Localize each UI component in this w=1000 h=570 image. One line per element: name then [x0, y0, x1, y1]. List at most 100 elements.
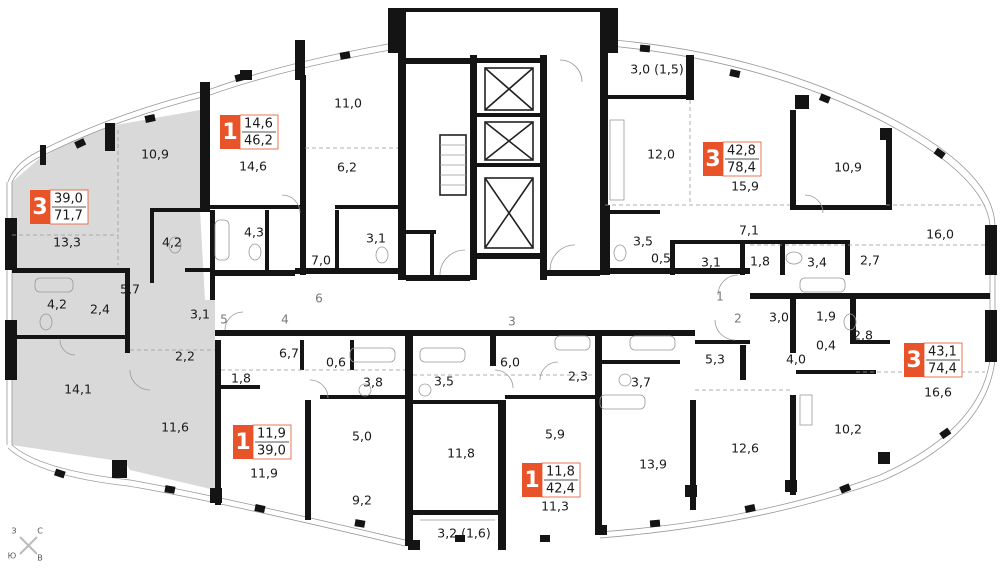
doors [59, 59, 824, 521]
apartment-living-area: 39,0 [54, 192, 83, 207]
apartment-room-count: 1 [524, 468, 539, 493]
room-area-label: 16,6 [924, 385, 952, 400]
room-count-badge [904, 343, 924, 377]
room-area-label: 3,0 [769, 310, 789, 325]
apartment-living-area: 42,8 [727, 144, 756, 159]
room-area-label: 7,0 [311, 253, 331, 268]
room-count-badge [30, 190, 50, 224]
apartment-living-area: 14,6 [244, 117, 273, 132]
room-area-label: 5,0 [352, 429, 372, 444]
room-count-badge [220, 115, 240, 149]
apartment-living-area: 43,1 [928, 345, 957, 360]
compass-south: Ю [8, 552, 17, 561]
room-area-label: 4,2 [162, 235, 182, 250]
room-area-label: 4,0 [786, 352, 806, 367]
apartment-badge[interactable]: 3 42,8 78,4 [703, 141, 762, 177]
room-area-label: 10,9 [834, 160, 862, 175]
room-area-label: 6,7 [279, 346, 299, 361]
room-area-label: 3,5 [434, 374, 454, 389]
apartment-badge[interactable]: 1 14,6 46,2 [220, 114, 279, 150]
room-area-label: 11,0 [334, 96, 362, 111]
room-area-label: 3,1 [366, 231, 386, 246]
apartment-badge[interactable]: 1 11,9 39,0 [233, 424, 292, 460]
room-area-label: 13,3 [53, 235, 81, 250]
room-area-label: 0,6 [326, 355, 346, 370]
entrance-number: 5 [220, 313, 228, 327]
apartment-badge[interactable]: 1 11,8 42,4 [522, 462, 581, 498]
windows [54, 44, 952, 542]
apartment-room-count: 3 [705, 147, 720, 172]
room-area-label: 3,0 (1,5) [630, 62, 684, 77]
apartment-total-area: 42,4 [546, 482, 575, 497]
room-area-label: 2,4 [90, 302, 110, 317]
room-area-label: 5,7 [120, 282, 140, 297]
room-area-label: 2,7 [860, 253, 880, 268]
compass-east: В [37, 554, 43, 563]
entrance-numbers: 12 3 4 5 6 [220, 290, 742, 329]
room-area-label: 3,1 [701, 255, 721, 270]
room-area-label: 3,1 [190, 307, 210, 322]
apartment-total-area: 78,4 [727, 161, 756, 176]
room-area-label: 12,6 [731, 441, 759, 456]
room-area-label: 6,2 [337, 160, 357, 175]
room-area-label: 2,2 [175, 349, 195, 364]
apartment-living-area: 11,9 [257, 427, 286, 442]
compass-west: З [11, 527, 16, 536]
room-area-label: 14,1 [64, 382, 92, 397]
apartment-room-count: 1 [222, 120, 237, 145]
apartment-room-count: 3 [32, 195, 47, 220]
room-count-badge [703, 142, 723, 176]
apartment-total-area: 71,7 [54, 209, 83, 224]
room-area-label: 16,0 [926, 227, 954, 242]
core-stairs-elevators [439, 67, 534, 249]
room-area-label: 3,4 [807, 255, 827, 270]
room-area-label: 9,2 [352, 493, 372, 508]
apartment-badge[interactable]: 3 39,0 71,7 [30, 189, 89, 225]
entrance-number: 2 [734, 312, 742, 326]
room-count-badge [233, 425, 253, 459]
room-area-label: 1,8 [750, 254, 770, 269]
compass: З С Ю В [8, 527, 44, 563]
room-area-label: 7,1 [739, 223, 759, 238]
room-area-label: 10,9 [141, 147, 169, 162]
room-area-label: 13,9 [639, 457, 667, 472]
apartment-room-count: 1 [235, 430, 250, 455]
room-area-label: 4,3 [244, 225, 264, 240]
room-area-label: 11,8 [447, 446, 475, 461]
room-count-badge [522, 463, 542, 497]
room-area-label: 1,8 [231, 371, 251, 386]
room-area-label: 3,7 [631, 375, 651, 390]
room-area-label: 2,8 [853, 328, 873, 343]
apartment-badge[interactable]: 3 43,1 74,4 [904, 342, 963, 378]
entrance-number: 6 [315, 292, 323, 306]
sanitary-fixtures [34, 119, 857, 426]
walls [5, 8, 997, 550]
compass-north: С [37, 527, 43, 536]
apartment-total-area: 46,2 [244, 134, 273, 149]
room-area-label: 5,3 [705, 352, 725, 367]
room-area-label: 5,9 [545, 427, 565, 442]
entrance-number: 4 [281, 313, 289, 327]
room-area-label: 0,4 [816, 338, 836, 353]
room-area-label: 14,6 [239, 159, 267, 174]
room-area-label: 3,2 (1,6) [437, 526, 491, 541]
room-area-label: 6,0 [500, 355, 520, 370]
entrance-number: 1 [716, 290, 724, 304]
entrance-number: 3 [508, 315, 516, 329]
room-area-label: 3,5 [633, 234, 653, 249]
room-area-label: 2,3 [568, 369, 588, 384]
room-area-label: 0,5 [651, 251, 671, 266]
apartment-living-area: 11,8 [546, 465, 575, 480]
apartment-total-area: 39,0 [257, 444, 286, 459]
room-area-label: 10,2 [834, 422, 862, 437]
apartment-total-area: 74,4 [928, 362, 957, 377]
room-area-label: 1,9 [816, 309, 836, 324]
apartment-room-count: 3 [906, 348, 921, 373]
room-area-label: 3,8 [363, 375, 383, 390]
room-area-label: 11,9 [250, 466, 278, 481]
room-area-label: 15,9 [731, 179, 759, 194]
staircase-icon [439, 134, 467, 196]
